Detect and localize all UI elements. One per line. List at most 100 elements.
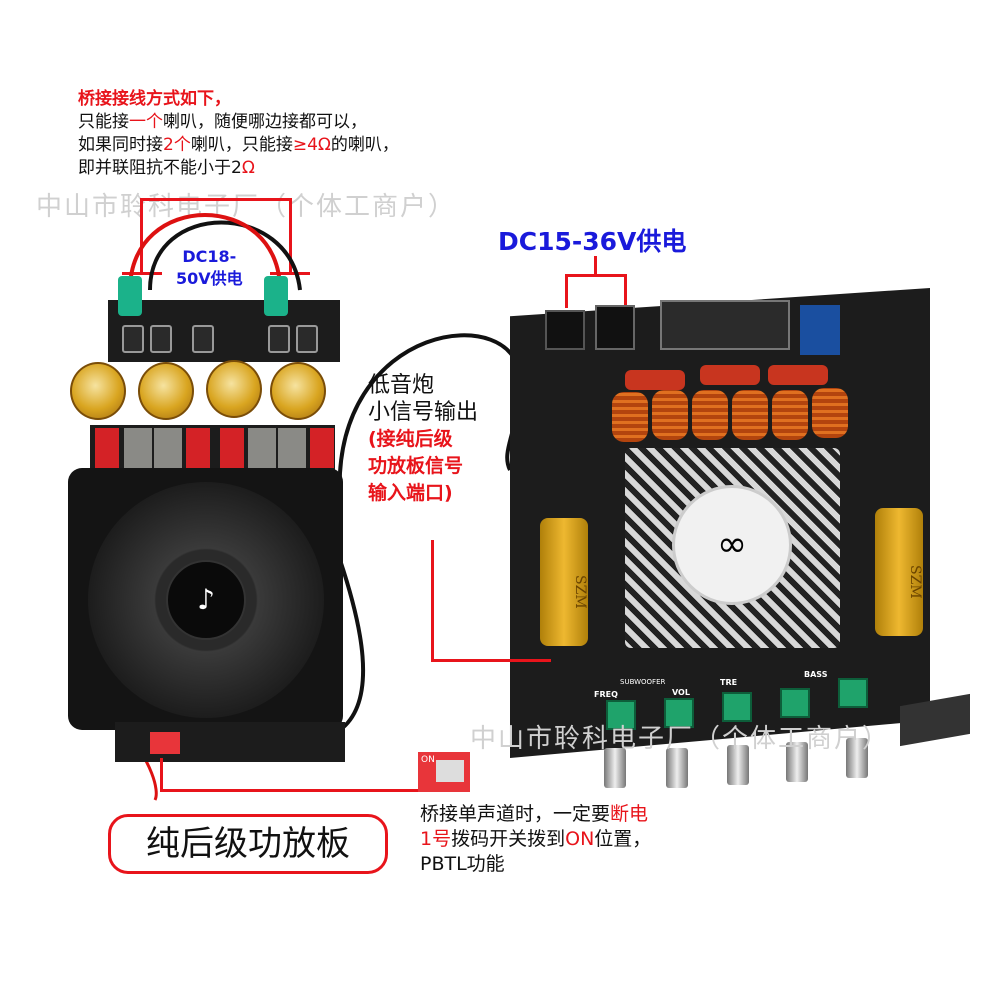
knob-shaft[interactable] [604,748,626,788]
bracket-line [122,272,162,275]
note-highlight: 断电 [610,803,649,825]
bridge-wiring-note: 桥接接线方式如下， 只能接一个喇叭，随便哪边接都可以， 如果同时接2个喇叭，只能… [78,88,399,180]
film-capacitor [700,365,760,385]
pointer-line [565,274,627,277]
note-title: 桥接接线方式如下， [78,89,231,109]
cooling-fan: ♪ [68,468,343,730]
silk-freq: FREQ [594,690,618,699]
note-highlight: 1号 [420,828,452,850]
capacitor [138,362,194,420]
subwoofer-output-note: 低音炮 小信号输出 (接纯后级 功放板信号 输入端口) [368,372,478,507]
note-highlight: (接纯后级 [368,428,453,450]
resistor [310,428,334,468]
freq-potentiometer[interactable] [606,700,636,730]
inductor-coil [732,390,768,440]
heatsink-fan: ∞ [672,485,792,605]
note-text: 喇叭，随便哪边接都可以， [163,112,367,132]
note-text: 拨码开关拨到 [451,828,566,850]
note-text: 小信号输出 [368,400,479,425]
silk-bass: BASS [804,670,828,679]
channel-potentiometer[interactable] [838,678,868,708]
dip-switch-toggles [436,760,464,782]
power-label-line: 50V供电 [176,269,243,288]
note-text: 即并联阻抗不能小于2 [78,158,242,178]
resistor [186,428,210,468]
note-text: 位置， [594,828,652,850]
inductor [154,428,182,468]
inductor-coil [612,392,648,442]
speaker-terminal [296,325,318,353]
bracket-line [140,198,143,274]
inductor [278,428,306,468]
inductor-coil [692,390,728,440]
right-power-label: DC15-36V供电 [498,227,687,256]
green-connector [118,276,142,316]
note-text: 的喇叭， [330,135,399,155]
dip-switch [150,732,180,754]
note-text: 喇叭，只能接 [190,135,293,155]
speaker-terminal [268,325,290,353]
capacitor [70,362,126,420]
silk-tre: TRE [720,678,738,687]
left-power-label: DC18- 50V供电 [176,246,243,290]
knob-shaft[interactable] [727,745,749,785]
speaker-terminal [122,325,144,353]
knob-shaft[interactable] [786,742,808,782]
large-capacitor: SZM [875,508,923,636]
watermark-top: 中山市聆科电子厂（个体工商户） [36,192,457,222]
inductor-coil [652,390,688,440]
bass-potentiometer[interactable] [780,688,810,718]
speaker-wire-black [148,220,302,291]
bracket-line [140,198,292,201]
bluetooth-module [800,305,840,355]
note-text: PBTL功能 [420,853,505,875]
watermark-bottom: 中山市聆科电子厂（个体工商户） [470,724,891,754]
pointer-line [431,659,551,662]
power-switch [595,305,635,350]
inductor [124,428,152,468]
note-highlight: ≥4Ω [292,135,331,155]
pointer-line [624,274,627,308]
film-capacitor [625,370,685,390]
large-capacitor: SZM [540,518,588,646]
power-terminal [192,325,214,353]
pointer-line [160,758,163,792]
pbtl-note: 桥接单声道时，一定要断电 1号拨码开关拨到ON位置， PBTL功能 [420,802,651,877]
bracket-line [289,198,292,274]
silk-subwoofer: SUBWOOFER [620,678,666,686]
volume-potentiometer[interactable] [664,698,694,728]
speaker-wire-red [128,213,282,291]
note-highlight: 2个 [163,135,191,155]
speaker-terminal [150,325,172,353]
resistor [220,428,244,468]
pointer-line [594,256,597,276]
inductor-coil [812,388,848,438]
note-highlight: 功放板信号 [368,455,464,477]
note-highlight: Ω [241,158,255,178]
inductor [248,428,276,468]
note-text: 桥接单声道时，一定要 [420,803,611,825]
note-text: 低音炮 [368,373,435,398]
capacitor [270,362,326,420]
film-capacitor [768,365,828,385]
pointer-line [431,540,434,662]
product-label: 纯后级功放板 [108,814,388,874]
pointer-line [565,274,568,308]
note-highlight: 一个 [129,112,163,132]
capacitor [206,360,262,418]
dip-switch-closeup: ON [418,752,470,792]
note-highlight: 输入端口) [368,482,453,504]
silk-vol: VOL [672,688,690,697]
note-text: 如果同时接 [78,135,163,155]
note-text: 只能接 [78,112,129,132]
green-connector [264,276,288,316]
speaker-terminal-block [660,300,790,350]
knob-shaft[interactable] [846,738,868,778]
signal-cable [338,559,366,732]
dip-on-label: ON [421,755,435,765]
fan-hub-logo: ♪ [166,560,246,640]
power-label-line: DC18- [182,247,237,266]
knob-shaft[interactable] [666,748,688,788]
treble-potentiometer[interactable] [722,692,752,722]
inductor-coil [772,390,808,440]
